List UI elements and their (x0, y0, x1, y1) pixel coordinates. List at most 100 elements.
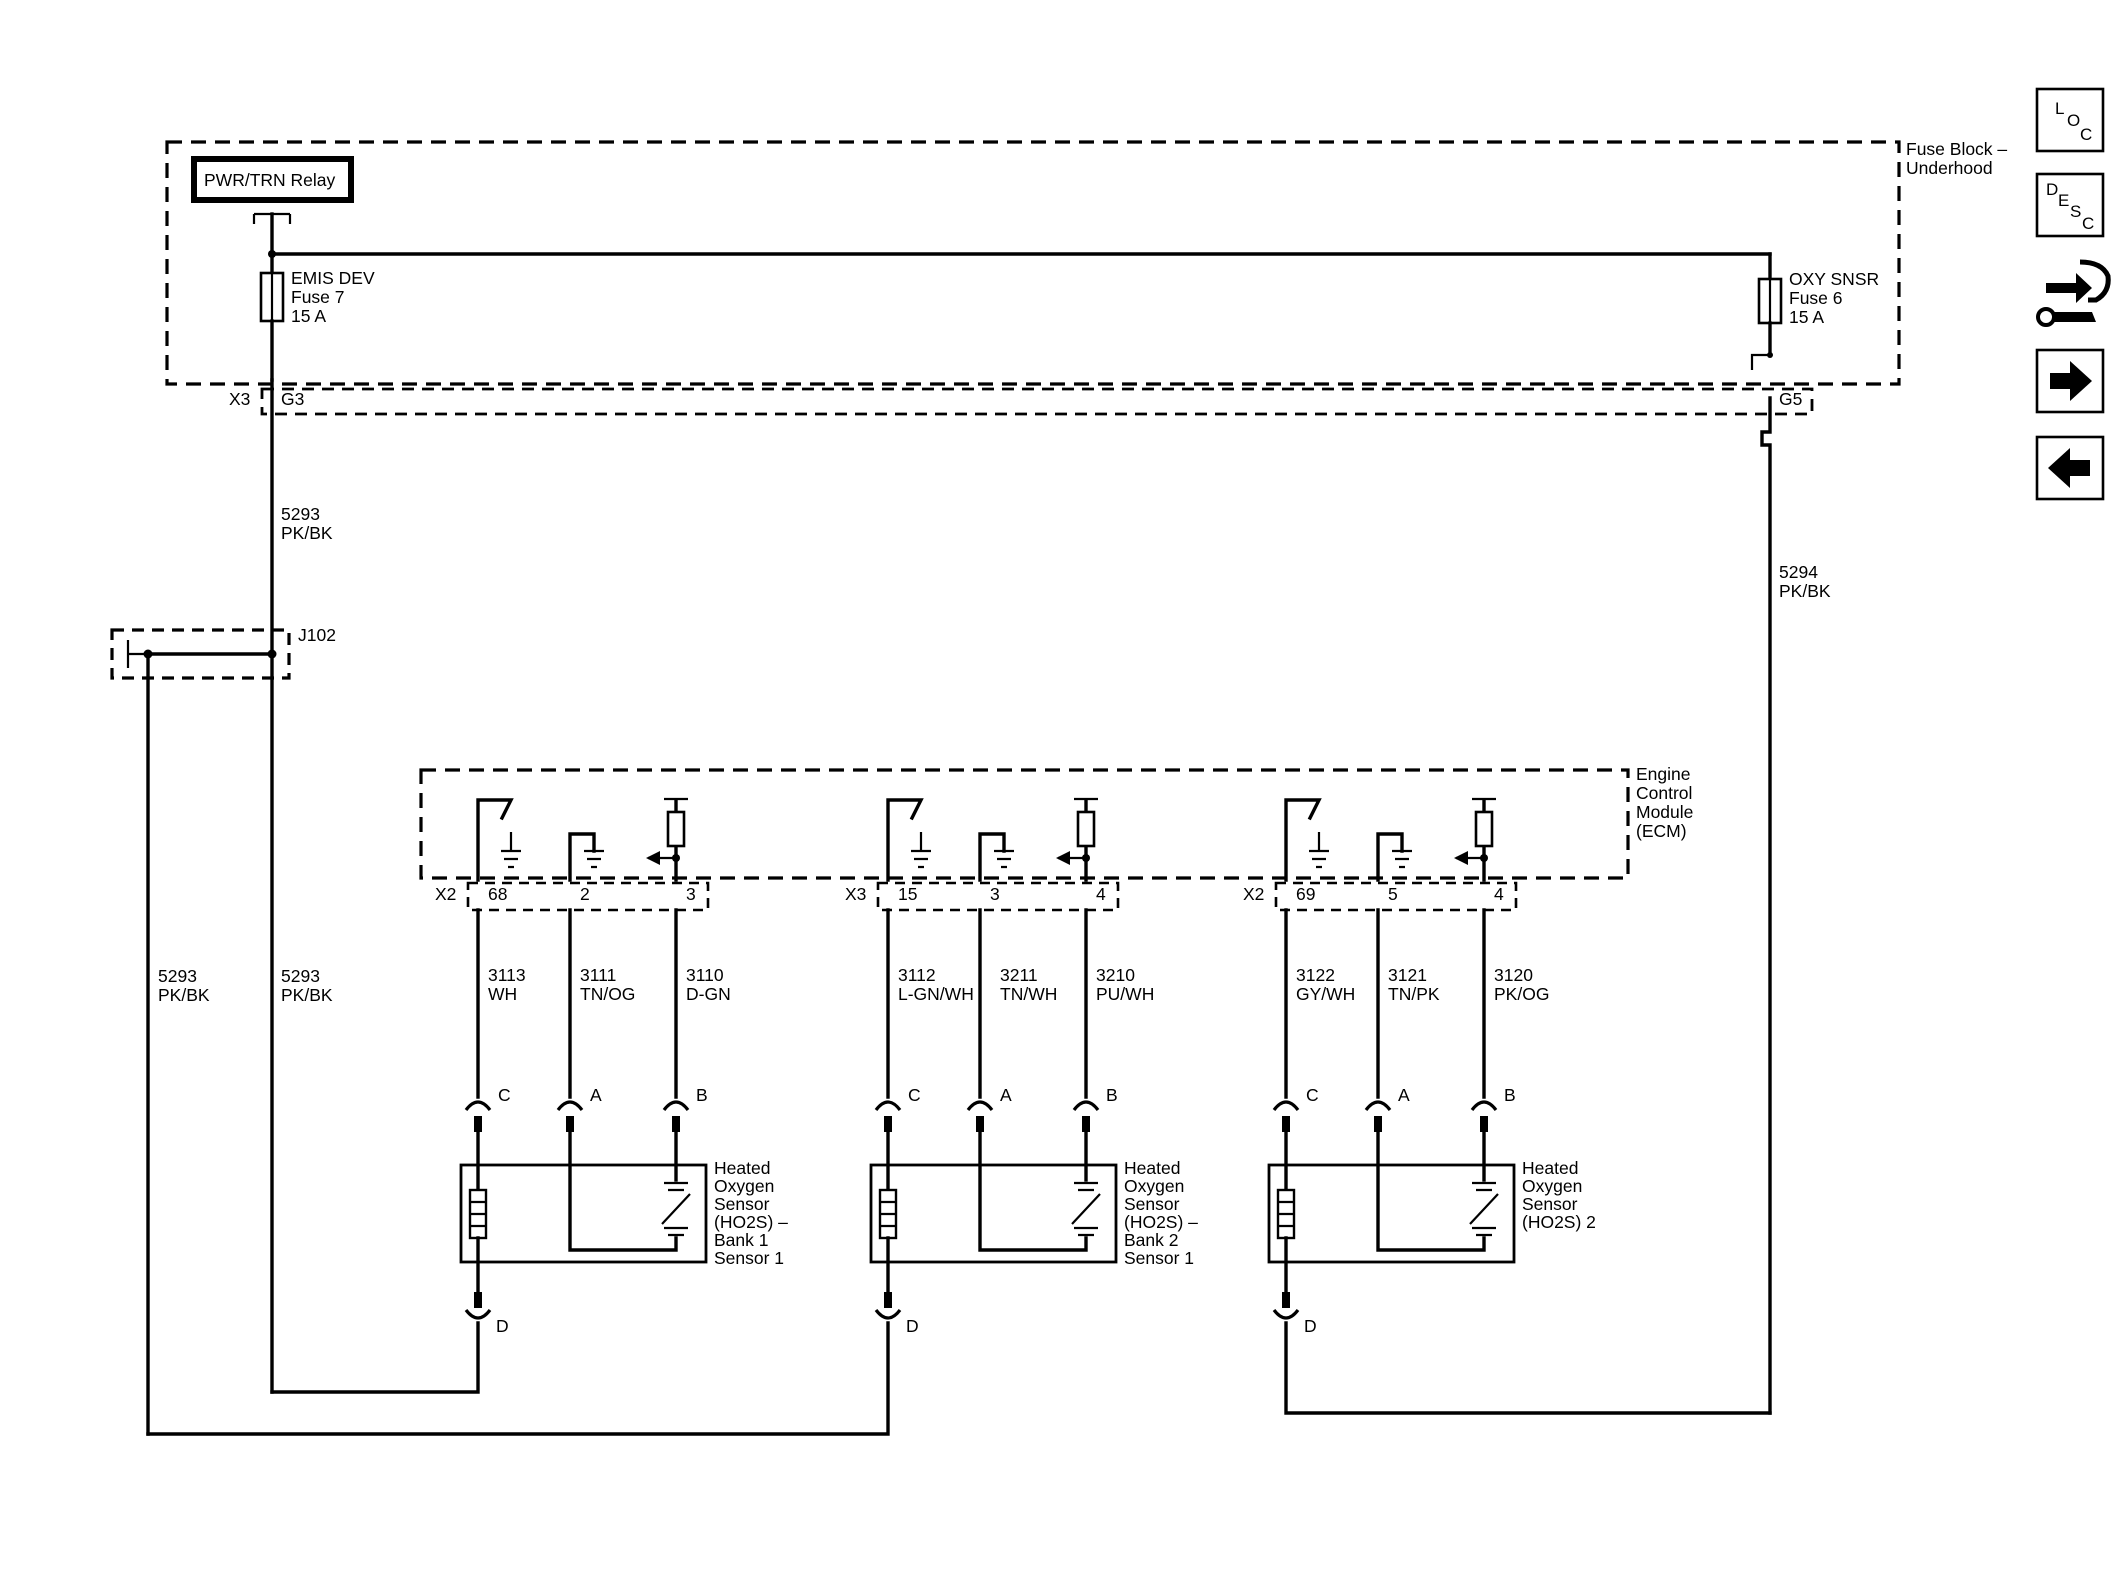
s1-label-5: Bank 1 (714, 1230, 768, 1250)
prev-button[interactable] (2035, 435, 2105, 501)
s2-label-2: Oxygen (1124, 1176, 1184, 1196)
ecm-label-2: Control (1636, 783, 1692, 803)
w5293-mid-color: PK/BK (281, 985, 333, 1005)
s1-w2-circuit: 3111 (580, 965, 616, 985)
s2-term-a: A (1000, 1085, 1012, 1105)
sensor-1-text: X2 68 2 3 3113 WH 3111 TN/OG 3110 D-GN C… (435, 884, 788, 1336)
s3-term-b: B (1504, 1085, 1516, 1105)
fuse-block-connector-x3: X3 G3 G5 (229, 387, 1814, 416)
s1-label-6: Sensor 1 (714, 1248, 784, 1268)
sensor-group-1 (459, 797, 710, 1320)
s3-w2-color: TN/PK (1388, 984, 1440, 1004)
s1-w1-color: WH (488, 984, 517, 1004)
fuse-block-label-2: Underhood (1906, 158, 1993, 178)
arrow-left-icon (2048, 448, 2090, 488)
s2-label-5: Bank 2 (1124, 1230, 1178, 1250)
s2-pin-1: 15 (898, 884, 917, 904)
s3-w3-color: PK/OG (1494, 984, 1549, 1004)
sensor-2-text: X3 15 3 4 3112 L-GN/WH 3211 TN/WH 3210 P… (845, 884, 1198, 1336)
fuse-block-label-1: Fuse Block – (1906, 139, 2007, 159)
fuse7-number: Fuse 7 (291, 287, 345, 307)
fuse7-rating: 15 A (291, 306, 326, 326)
s1-term-a: A (590, 1085, 602, 1105)
s1-label-2: Oxygen (714, 1176, 774, 1196)
s3-label-2: Oxygen (1522, 1176, 1582, 1196)
s3-label-4: (HO2S) 2 (1522, 1212, 1596, 1232)
fuse7-name: EMIS DEV (291, 268, 375, 288)
arrow-right-icon (2050, 361, 2092, 401)
s1-pin-1: 68 (488, 884, 507, 904)
loc-letter-1: L (2055, 99, 2064, 118)
s2-w2-circuit: 3211 (1000, 965, 1038, 985)
next-button[interactable] (2035, 348, 2105, 414)
ecm-label-1: Engine (1636, 764, 1691, 784)
s1-term-b: B (696, 1085, 708, 1105)
s1-pin-2: 2 (580, 884, 590, 904)
w5294-color: PK/BK (1779, 581, 1831, 601)
s3-connector: X2 (1243, 884, 1264, 904)
s2-term-d: D (906, 1316, 919, 1336)
s1-label-3: Sensor (714, 1194, 770, 1214)
ecm-label-3: Module (1636, 802, 1693, 822)
s3-w1-circuit: 3122 (1296, 965, 1335, 985)
s3-pin-3: 4 (1494, 884, 1504, 904)
w5293-left-circuit: 5293 (158, 966, 197, 986)
s1-w3-color: D-GN (686, 984, 731, 1004)
desc-button[interactable]: D E S C (2035, 172, 2105, 238)
splice-j102: J102 (110, 625, 336, 680)
w5293-top-color: PK/BK (281, 523, 333, 543)
s2-w2-color: TN/WH (1000, 984, 1057, 1004)
loc-letter-2: O (2067, 111, 2080, 130)
s2-w3-circuit: 3210 (1096, 965, 1135, 985)
loc-button[interactable]: L O C (2035, 87, 2105, 153)
s2-label-1: Heated (1124, 1158, 1180, 1178)
w5293-mid-circuit: 5293 (281, 966, 320, 986)
s1-term-d: D (496, 1316, 509, 1336)
fb-connector-name: X3 (229, 389, 250, 409)
s1-w2-color: TN/OG (580, 984, 635, 1004)
s2-label-6: Sensor 1 (1124, 1248, 1194, 1268)
fuse-6: OXY SNSR Fuse 6 15 A (1757, 269, 1879, 327)
s2-w3-color: PU/WH (1096, 984, 1154, 1004)
s3-label-3: Sensor (1522, 1194, 1578, 1214)
desc-letter-1: D (2046, 180, 2058, 199)
s1-w3-circuit: 3110 (686, 965, 724, 985)
s2-pin-2: 3 (990, 884, 1000, 904)
fuse-7: EMIS DEV Fuse 7 15 A (259, 268, 375, 326)
loc-letter-3: C (2080, 125, 2092, 144)
s2-pin-3: 4 (1096, 884, 1106, 904)
s2-connector: X3 (845, 884, 866, 904)
s3-w2-circuit: 3121 (1388, 965, 1427, 985)
fuse6-name: OXY SNSR (1789, 269, 1879, 289)
s2-w1-circuit: 3112 (898, 965, 936, 985)
fuse-block: Fuse Block – Underhood PWR/TRN Relay EMI… (165, 139, 2007, 386)
fb-pin-g3: G3 (281, 389, 304, 409)
fuse6-number: Fuse 6 (1789, 288, 1843, 308)
fb-pin-g5: G5 (1779, 389, 1802, 409)
nav-panel: L O C D E S C (2035, 87, 2111, 501)
s2-w1-color: L-GN/WH (898, 984, 974, 1004)
s3-label-1: Heated (1522, 1158, 1578, 1178)
s3-pin-2: 5 (1388, 884, 1398, 904)
fuse6-rating: 15 A (1789, 307, 1824, 327)
relay-label: PWR/TRN Relay (204, 170, 336, 190)
ecm-label-4: (ECM) (1636, 821, 1687, 841)
w5293-left-color: PK/BK (158, 985, 210, 1005)
w5293-top-circuit: 5293 (281, 504, 320, 524)
s2-term-c: C (908, 1085, 921, 1105)
sensor-group-2 (869, 797, 1120, 1320)
s3-pin-1: 69 (1296, 884, 1315, 904)
s1-connector: X2 (435, 884, 456, 904)
s3-term-a: A (1398, 1085, 1410, 1105)
s2-label-4: (HO2S) – (1124, 1212, 1198, 1232)
sensor-group-3 (1267, 797, 1518, 1320)
desc-letter-4: C (2082, 214, 2094, 233)
s3-term-c: C (1306, 1085, 1319, 1105)
s2-label-3: Sensor (1124, 1194, 1180, 1214)
s1-pin-3: 3 (686, 884, 696, 904)
repair-icon[interactable] (2036, 259, 2111, 327)
pwr-trn-relay: PWR/TRN Relay (191, 156, 354, 224)
s1-w1-circuit: 3113 (488, 965, 526, 985)
